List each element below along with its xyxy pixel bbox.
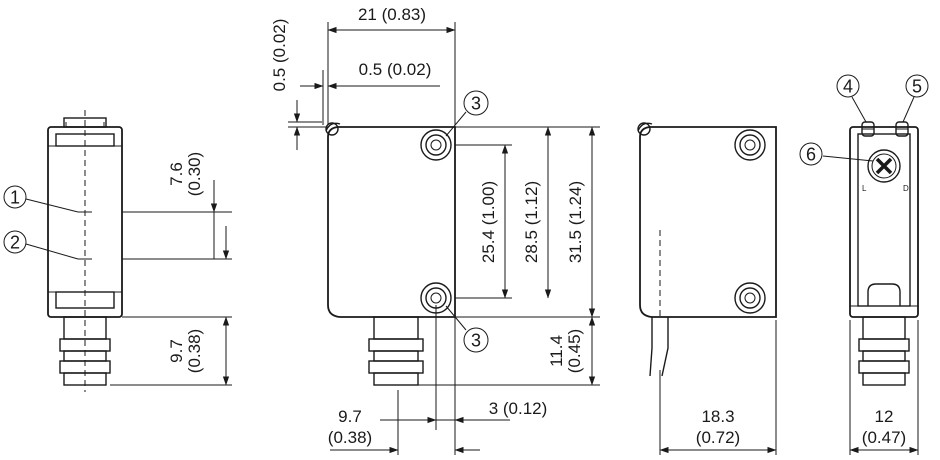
side-view: 3 3 21 (0.83) 0.5 (0.02) 0.5 (0.02) 25.4… <box>270 5 600 455</box>
callout-3-top: 3 <box>463 90 489 116</box>
callout-6: 6 <box>799 142 823 166</box>
callout-2-label: 2 <box>10 233 20 253</box>
dim-connector-width: 9.7 <box>338 407 362 426</box>
callout-5-label: 5 <box>912 77 922 97</box>
dim-hole-offset: 3 (0.12) <box>489 399 548 418</box>
cable-view-hole-bottom <box>734 282 766 314</box>
callout-3-bottom: 3 <box>463 327 489 353</box>
rear-view: L D 4 5 6 12 (0.47) <box>799 74 929 455</box>
callout-3-top-label: 3 <box>471 94 481 114</box>
callout-5: 5 <box>905 74 929 98</box>
rear-label-left: L <box>862 184 867 193</box>
potentiometer <box>867 149 901 183</box>
dim-depth-in: (0.72) <box>696 428 740 447</box>
dim-hole-spacing: 25.4 (1.00) <box>479 181 498 263</box>
callout-4-label: 4 <box>843 77 853 97</box>
dim-rear-width: 12 <box>875 407 894 426</box>
callout-3-bottom-label: 3 <box>471 331 481 351</box>
mount-hole-top <box>420 129 452 161</box>
dim-width-total: 21 (0.83) <box>358 5 426 24</box>
dim-height-mid: 28.5 (1.12) <box>522 181 541 263</box>
dim-connector-len: 11.4 <box>547 335 566 367</box>
callout-2: 2 <box>3 230 27 254</box>
dim-connector-width-in: (0.38) <box>328 428 372 447</box>
dim-front-connector-in: (0.38) <box>185 329 204 373</box>
dim-offset-top: 0.5 (0.02) <box>270 19 289 92</box>
callout-6-label: 6 <box>806 145 816 165</box>
cable-view-hole-top <box>734 129 766 161</box>
dim-front-spacing: 7.6 <box>167 162 186 186</box>
dim-offset-left: 0.5 (0.02) <box>359 60 432 79</box>
front-view: 1 2 7.6 (0.30) 9.7 (0.38) <box>3 110 232 392</box>
cable-view: 18.3 (0.72) <box>637 122 777 455</box>
callout-1-label: 1 <box>10 188 20 208</box>
callout-4: 4 <box>836 74 860 98</box>
dim-connector-len-in: (0.45) <box>565 329 584 373</box>
dim-front-spacing-in: (0.30) <box>185 152 204 196</box>
callout-1: 1 <box>3 185 27 209</box>
dim-height-total: 31.5 (1.24) <box>566 181 585 263</box>
rear-label-right: D <box>903 184 909 193</box>
dim-front-connector: 9.7 <box>167 339 186 363</box>
dim-rear-width-in: (0.47) <box>862 428 906 447</box>
dim-depth: 18.3 <box>701 407 734 426</box>
